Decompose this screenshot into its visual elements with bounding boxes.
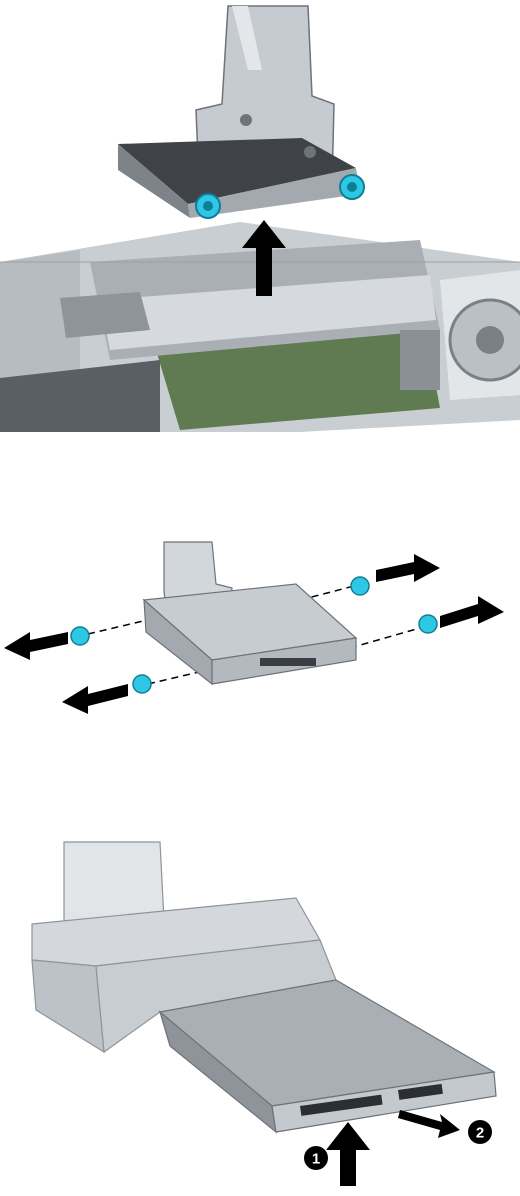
arrow-right-down bbox=[398, 1110, 460, 1138]
arrow-left-bottom bbox=[62, 684, 128, 714]
arrow-right-middle bbox=[440, 596, 504, 628]
callout-1: 1 bbox=[304, 1146, 328, 1170]
screw-bottom-left bbox=[133, 675, 151, 693]
drive-cage-with-drive bbox=[144, 542, 356, 684]
screw-right bbox=[340, 175, 364, 199]
callout-2-label: 2 bbox=[476, 1125, 484, 1142]
screw-left bbox=[196, 194, 220, 218]
screw-mid-left bbox=[71, 627, 89, 645]
figure-2-screw-removal bbox=[0, 520, 520, 720]
arrow-left-top bbox=[4, 632, 68, 660]
screw-top-right bbox=[351, 577, 369, 595]
figure-3-drive-removal: 1 2 bbox=[0, 840, 520, 1190]
callout-2: 2 bbox=[468, 1120, 492, 1144]
callout-1-label: 1 bbox=[312, 1151, 320, 1168]
figure-1-drive-cage-removal bbox=[0, 0, 520, 440]
drive-cage-and-hard-drive bbox=[32, 842, 496, 1132]
drive-cage bbox=[118, 6, 360, 218]
arrow-right-top bbox=[376, 554, 440, 582]
arrow-up bbox=[326, 1122, 370, 1186]
screw-mid-right bbox=[419, 615, 437, 633]
